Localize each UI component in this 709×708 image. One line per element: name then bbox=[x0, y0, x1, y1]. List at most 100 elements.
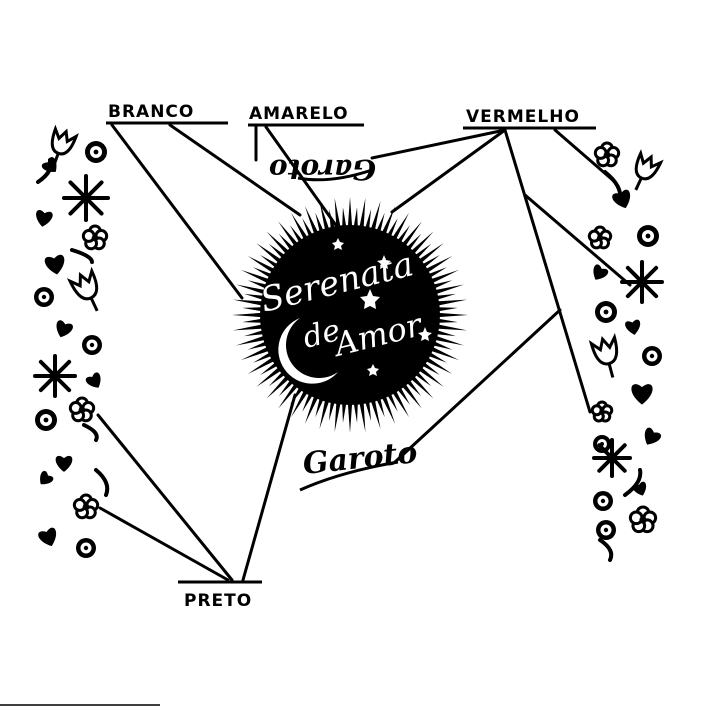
label-branco: BRANCO bbox=[106, 102, 228, 125]
flower-icon bbox=[628, 505, 658, 534]
ring-flower-icon bbox=[82, 335, 102, 355]
sunburst-ray bbox=[433, 299, 467, 307]
ring-flower-icon bbox=[593, 435, 611, 453]
sunburst-ray bbox=[266, 373, 292, 399]
sunburst-ray bbox=[364, 209, 372, 233]
tulip-bloom bbox=[50, 124, 79, 156]
flower-center bbox=[596, 234, 604, 242]
ring-flower-icon bbox=[593, 491, 613, 511]
ring-flower-center bbox=[41, 294, 47, 300]
sunburst-ray bbox=[353, 207, 358, 231]
badge-title-line2: de bbox=[299, 313, 343, 356]
line-preto-to-border-a bbox=[96, 413, 234, 582]
sunburst-ray bbox=[328, 209, 336, 233]
label-preto: PRETO bbox=[178, 580, 262, 611]
label-amarelo-text: AMARELO bbox=[249, 104, 349, 124]
starburst-flower-icon bbox=[592, 438, 632, 478]
vine-stem bbox=[82, 423, 99, 442]
sunburst-ray bbox=[369, 201, 381, 234]
sunburst-ray bbox=[408, 373, 434, 399]
heart-leaf-icon bbox=[41, 157, 57, 172]
sunburst-ray bbox=[278, 221, 301, 250]
starburst-petal bbox=[38, 374, 57, 393]
heart-leaf-icon bbox=[55, 455, 73, 472]
ring-flower-icon bbox=[637, 225, 659, 247]
star-icon bbox=[377, 255, 391, 269]
line-preto-to-border-b bbox=[98, 506, 230, 582]
ring-flower-icon bbox=[35, 409, 57, 431]
ring-flower-icon bbox=[596, 520, 616, 540]
starburst-petal bbox=[84, 180, 104, 200]
tulip-icon bbox=[634, 149, 664, 191]
star-icon bbox=[418, 327, 432, 341]
sunburst-ray bbox=[433, 323, 467, 331]
label-branco-text: BRANCO bbox=[108, 102, 194, 122]
heart-leaf-icon bbox=[40, 470, 54, 485]
ring-flower-icon bbox=[642, 346, 662, 366]
starburst-petal bbox=[84, 196, 104, 216]
sunburst-ray bbox=[291, 387, 310, 418]
vine-stem bbox=[70, 248, 94, 264]
brand-logo-mirrored-text: Garoto bbox=[269, 153, 376, 186]
ring-flower-icon bbox=[85, 141, 107, 163]
line-preto-to-badge bbox=[241, 393, 297, 582]
badge-disc bbox=[260, 225, 440, 405]
sunburst-ray bbox=[278, 380, 301, 409]
sunburst-ray bbox=[408, 231, 434, 257]
line-branco-to-badge-edge bbox=[110, 123, 244, 300]
sunburst-ray bbox=[244, 329, 268, 337]
sunburst-ray bbox=[422, 256, 453, 275]
sunburst-ray bbox=[434, 318, 458, 323]
sunburst-ray bbox=[236, 284, 269, 296]
vine-stem bbox=[94, 468, 110, 497]
flower-icon bbox=[72, 493, 100, 520]
sunburst-ray bbox=[390, 212, 409, 243]
heart-leaf-icon bbox=[625, 319, 641, 335]
line-branco-to-badge-top bbox=[168, 123, 302, 217]
ring-flower-center bbox=[603, 309, 609, 315]
star-icon bbox=[360, 289, 380, 309]
sunburst-ray bbox=[347, 197, 353, 231]
starburst-flower-icon bbox=[33, 354, 77, 398]
sunburst-ray bbox=[242, 318, 266, 323]
logo-swash-mirrored bbox=[297, 168, 373, 182]
star-icon bbox=[367, 364, 379, 376]
ring-flower-icon bbox=[34, 287, 54, 307]
flower-center bbox=[599, 409, 605, 415]
starburst-flower-icon bbox=[62, 174, 110, 222]
ring-flower-center bbox=[600, 498, 606, 504]
heart-leaf-icon bbox=[632, 481, 647, 496]
sunburst-ray bbox=[256, 243, 285, 266]
heart-leaf-icon bbox=[44, 254, 65, 275]
sunburst-ray bbox=[390, 387, 409, 418]
sunburst-ray bbox=[244, 293, 268, 301]
flower-center bbox=[82, 503, 90, 511]
ring-flower-center bbox=[645, 233, 651, 239]
sunburst-ray bbox=[422, 355, 453, 374]
sunburst-ray bbox=[380, 205, 396, 238]
ring-flower-center bbox=[649, 353, 655, 359]
sunburst-badge: Serenata de Amor bbox=[232, 197, 468, 433]
sunburst-ray bbox=[240, 269, 273, 285]
flower-icon bbox=[590, 400, 614, 423]
starburst-petal bbox=[640, 280, 659, 299]
starburst-petal bbox=[625, 280, 644, 299]
garoto-logo: Garoto bbox=[299, 435, 419, 492]
sunburst-ray bbox=[427, 345, 460, 361]
sunburst-ray bbox=[347, 399, 353, 433]
tulip-stem bbox=[607, 363, 615, 378]
sunburst-ray bbox=[434, 307, 458, 312]
tulip-icon bbox=[588, 332, 619, 378]
sunburst-ray bbox=[233, 323, 267, 331]
sunburst-ray bbox=[319, 396, 331, 429]
sunburst-ray bbox=[240, 345, 273, 361]
ring-flower-icon bbox=[595, 301, 617, 323]
sunburst-ray bbox=[242, 307, 266, 312]
sunburst-ray bbox=[266, 231, 292, 257]
line-garoto-to-vermelho bbox=[393, 308, 562, 464]
flower-center bbox=[91, 234, 99, 242]
heart-leaf-icon bbox=[85, 372, 101, 388]
tulip-stem bbox=[634, 177, 643, 191]
starburst-petal bbox=[597, 456, 614, 473]
